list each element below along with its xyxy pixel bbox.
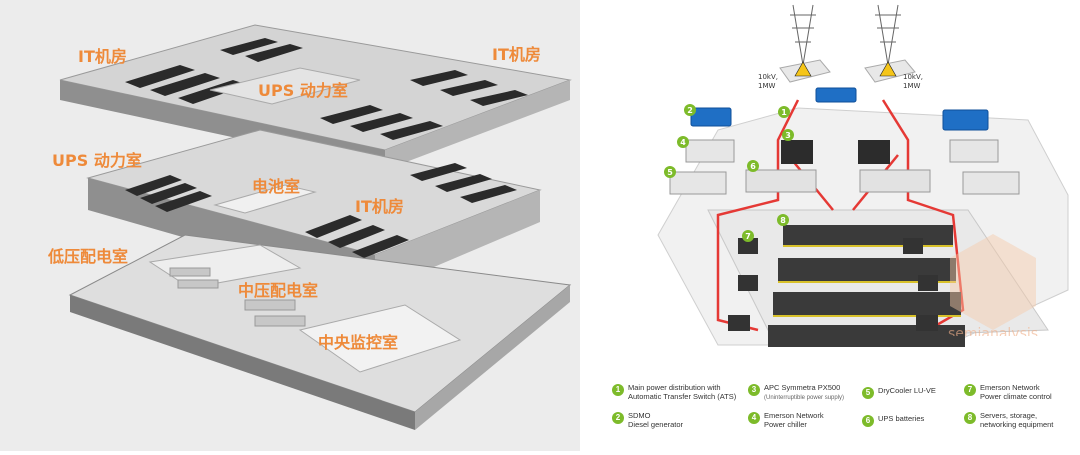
label-it-room-right: IT机房 bbox=[492, 45, 541, 64]
grid-label-right-2: 1MW bbox=[903, 82, 920, 90]
legend-number-3: 3 bbox=[748, 384, 760, 396]
legend-number-4: 4 bbox=[748, 412, 760, 424]
watermark-text: semianalysis bbox=[948, 326, 1038, 336]
svg-text:1: 1 bbox=[781, 108, 787, 117]
legend-number-6: 6 bbox=[862, 415, 874, 427]
grid-label-right-1: 10kV, bbox=[903, 73, 923, 81]
svg-text:5: 5 bbox=[667, 168, 673, 177]
label-it-room-mid: IT机房 bbox=[355, 197, 404, 216]
infrastructure-illustration: 10kV, 1MW 10kV, 1MW bbox=[657, 4, 1069, 347]
legend-number-8: 8 bbox=[964, 412, 976, 424]
rack-yellow-stripes bbox=[773, 245, 961, 317]
high-voltage-warning-icon bbox=[794, 61, 897, 77]
label-mid-voltage: 中压配电室 bbox=[238, 281, 318, 300]
legend-number-7: 7 bbox=[964, 384, 976, 396]
label-ups-mid: UPS 动力室 bbox=[52, 151, 142, 170]
legend-number-1: 1 bbox=[612, 384, 624, 396]
bottom-floor bbox=[68, 234, 572, 430]
diesel-generator-icon bbox=[690, 87, 989, 131]
label-battery-room: 电池室 bbox=[252, 177, 300, 196]
svg-text:3: 3 bbox=[785, 131, 791, 140]
legend-number-2: 2 bbox=[612, 412, 624, 424]
label-it-room-left: IT机房 bbox=[78, 47, 127, 66]
middle-floor bbox=[86, 129, 542, 292]
watermark-logo-icon bbox=[950, 234, 1036, 330]
callout-markers: 2 1 3 4 6 5 8 7 bbox=[664, 104, 794, 242]
ups-unit-icon bbox=[781, 140, 890, 164]
climate-control-icon bbox=[728, 238, 938, 331]
label-low-voltage: 低压配电室 bbox=[47, 247, 128, 266]
infrastructure-panel: 10kV, 1MW 10kV, 1MW bbox=[598, 0, 1080, 451]
svg-text:8: 8 bbox=[780, 216, 786, 225]
semianalysis-watermark: semianalysis bbox=[938, 226, 1048, 342]
svg-text:4: 4 bbox=[680, 138, 686, 147]
power-pylons bbox=[790, 4, 901, 66]
floor-plan-panel: IT机房 IT机房 UPS 动力室 UPS 动力室 电池室 IT机房 bbox=[0, 0, 580, 451]
label-ups-top: UPS 动力室 bbox=[258, 81, 348, 100]
svg-text:7: 7 bbox=[745, 232, 751, 241]
server-racks bbox=[768, 225, 965, 347]
grid-label-left-2: 1MW bbox=[758, 82, 775, 90]
top-floor bbox=[59, 24, 572, 170]
floor-plan-illustration: IT机房 IT机房 UPS 动力室 UPS 动力室 电池室 IT机房 bbox=[47, 24, 572, 430]
chiller-icon bbox=[669, 139, 1020, 195]
label-central-monitor: 中央监控室 bbox=[318, 333, 398, 352]
ups-batteries-icon bbox=[745, 169, 931, 193]
legend-number-5: 5 bbox=[862, 387, 874, 399]
svg-text:2: 2 bbox=[687, 106, 693, 115]
svg-text:6: 6 bbox=[750, 162, 756, 171]
grid-label-left-1: 10kV, bbox=[758, 73, 778, 81]
